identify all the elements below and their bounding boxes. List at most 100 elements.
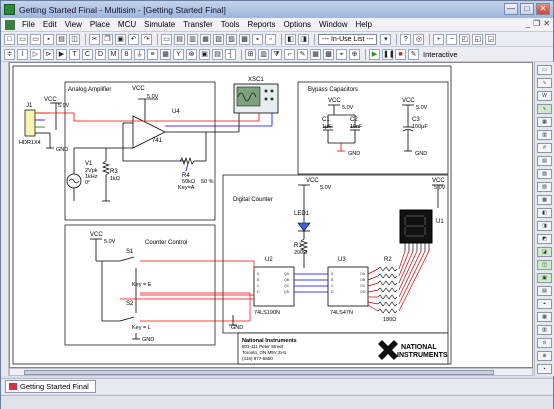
current-probe-icon[interactable]: ⊙ [537, 338, 552, 348]
four-channel-scope-icon[interactable]: ▦ [537, 117, 552, 127]
menu-mcu[interactable]: MCU [117, 20, 137, 29]
sheet-icon[interactable]: ▫ [265, 33, 276, 45]
probe-tool-icon[interactable]: ⌖ [336, 48, 347, 60]
agilent-multimeter-icon[interactable]: ◫ [537, 260, 552, 270]
logic-analyzer-icon[interactable]: ▧ [537, 169, 552, 179]
stop-simulation-icon[interactable]: ■ [395, 48, 406, 60]
logic-converter-icon[interactable]: ▨ [537, 182, 552, 192]
close-button[interactable]: ✕ [536, 3, 550, 15]
logic-icon[interactable]: ⊕ [349, 48, 360, 60]
in-use-list-dropdown[interactable]: --- In-Use List --- [318, 33, 378, 45]
iv-analyzer-icon[interactable]: ▩ [537, 195, 552, 205]
labview-instrument-icon[interactable]: ▦ [537, 312, 552, 322]
chip-icon[interactable]: ▩ [323, 48, 334, 60]
save-icon[interactable]: ▪ [43, 33, 54, 45]
paste-icon[interactable]: ▣ [115, 33, 126, 45]
zoom-area-icon[interactable]: ◰ [459, 33, 471, 45]
interactive-mode-icon[interactable]: ✎ [408, 48, 419, 60]
open-sample-icon[interactable]: ▭ [30, 33, 41, 45]
measurement-probe-icon[interactable]: ⌖ [537, 299, 552, 309]
ni-elvis-icon[interactable]: ▥ [537, 325, 552, 335]
copy-icon[interactable]: ❐ [102, 33, 113, 45]
document-icon[interactable] [5, 19, 15, 30]
erc-icon[interactable]: ▪ [252, 33, 263, 45]
open-folder-icon[interactable]: ▭ [17, 33, 28, 45]
word-generator-icon[interactable]: ▤ [537, 156, 552, 166]
schematic-drawing[interactable]: Analog Amplifier VCC 5.0V VCC 5.0V J1 HD… [10, 63, 532, 367]
cmos-component-icon[interactable]: C [82, 48, 93, 60]
parent-sheet-icon[interactable]: ▤ [174, 33, 185, 45]
zoom-full-icon[interactable]: ◲ [485, 33, 497, 45]
minimize-button[interactable]: — [504, 3, 518, 15]
misc-component-icon[interactable]: ≡ [147, 48, 158, 60]
menu-edit[interactable]: Edit [42, 20, 57, 29]
more-instruments-icon[interactable]: ⊕ [537, 351, 552, 361]
title-bar[interactable]: Getting Started Final - Multisim - [Gett… [1, 1, 553, 18]
bus-icon[interactable]: ┤ [225, 48, 236, 60]
distortion-analyzer-icon[interactable]: ◧ [537, 208, 552, 218]
horizontal-scrollbar[interactable] [9, 368, 533, 376]
schematic-canvas[interactable]: Analog Amplifier VCC 5.0V VCC 5.0V J1 HD… [9, 62, 533, 368]
graph-view-icon[interactable]: ▥ [258, 48, 269, 60]
advanced-peripheral-icon[interactable]: ▦ [160, 48, 171, 60]
basic-component-icon[interactable]: ⌇ [17, 48, 28, 60]
transistor-component-icon[interactable]: ⊳ [43, 48, 54, 60]
menu-place[interactable]: Place [89, 20, 110, 29]
wattmeter-icon[interactable]: W [537, 91, 552, 101]
bode-plotter-icon[interactable]: ▥ [537, 130, 552, 140]
scrollbar-thumb[interactable] [24, 370, 494, 375]
mcu-component-icon[interactable]: ▣ [199, 48, 210, 60]
zoom-in-icon[interactable]: + [433, 33, 445, 45]
zoom-out-icon[interactable]: − [446, 33, 458, 45]
extra-instrument-icon[interactable]: ▪ [537, 364, 552, 374]
menu-reports[interactable]: Reports [247, 20, 276, 29]
mdi-minimize-button[interactable]: _ [525, 19, 531, 28]
power-component-icon[interactable]: ⏚ [134, 48, 145, 60]
menu-help[interactable]: Help [355, 20, 372, 29]
oscilloscope-instrument-icon[interactable]: ∿ [537, 104, 552, 114]
help-icon[interactable]: ? [400, 33, 412, 45]
undo-icon[interactable]: ↶ [128, 33, 139, 45]
indicator-component-icon[interactable]: 8 [121, 48, 132, 60]
source-component-icon[interactable]: ≑ [4, 48, 15, 60]
function-generator-icon[interactable]: ∿ [537, 78, 552, 88]
agilent-generator-icon[interactable]: ◪ [537, 247, 552, 257]
ttl-component-icon[interactable]: T [69, 48, 80, 60]
postprocessor-icon[interactable]: ▩ [239, 33, 250, 45]
probe-icon[interactable]: ◎ [413, 33, 425, 45]
design-toolbox-icon[interactable]: ▥ [187, 33, 198, 45]
menu-simulate[interactable]: Simulate [144, 20, 176, 29]
pause-simulation-icon[interactable]: ❚❚ [382, 48, 395, 60]
analog-component-icon[interactable]: ▶ [56, 48, 67, 60]
multimeter-icon[interactable]: ▭ [537, 65, 552, 75]
tektronix-scope-icon[interactable]: ▤ [537, 286, 552, 296]
menu-file[interactable]: File [22, 20, 35, 29]
hierarchical-block-icon[interactable]: ▤ [212, 48, 223, 60]
print-icon[interactable]: ▤ [56, 33, 67, 45]
electromechanical-icon[interactable]: ⊗ [186, 48, 197, 60]
menu-options[interactable]: Options [283, 20, 312, 29]
run-simulation-icon[interactable]: ▶ [369, 48, 380, 60]
chevron-down-icon[interactable]: ▾ [380, 33, 392, 45]
maximize-button[interactable]: □ [520, 3, 534, 15]
tab-getting-started-final[interactable]: Getting Started Final [5, 380, 96, 393]
table-icon[interactable]: ▦ [310, 48, 321, 60]
grid-view-icon[interactable]: ⊞ [245, 48, 256, 60]
menu-transfer[interactable]: Transfer [183, 20, 213, 29]
spectrum-analyzer-icon[interactable]: ◨ [537, 221, 552, 231]
component-wizard-icon[interactable]: ✎ [297, 48, 308, 60]
agilent-scope-icon[interactable]: ▣ [537, 273, 552, 283]
rf-component-icon[interactable]: Y [173, 48, 184, 60]
new-file-icon[interactable]: □ [4, 33, 15, 45]
forward-annotate-icon[interactable]: ◨ [298, 33, 309, 45]
misc-digital-icon[interactable]: D [95, 48, 106, 60]
filter-icon[interactable]: ⧩ [271, 48, 282, 60]
menu-view[interactable]: View [64, 20, 82, 29]
diode-component-icon[interactable]: ▷ [30, 48, 41, 60]
spreadsheet-icon[interactable]: ▦ [200, 33, 211, 45]
mdi-restore-button[interactable]: ❐ [533, 19, 541, 28]
mixed-component-icon[interactable]: M [108, 48, 119, 60]
database-icon[interactable]: ▨ [226, 33, 237, 45]
backannotate-icon[interactable]: ◧ [285, 33, 296, 45]
redo-icon[interactable]: ↷ [141, 33, 152, 45]
